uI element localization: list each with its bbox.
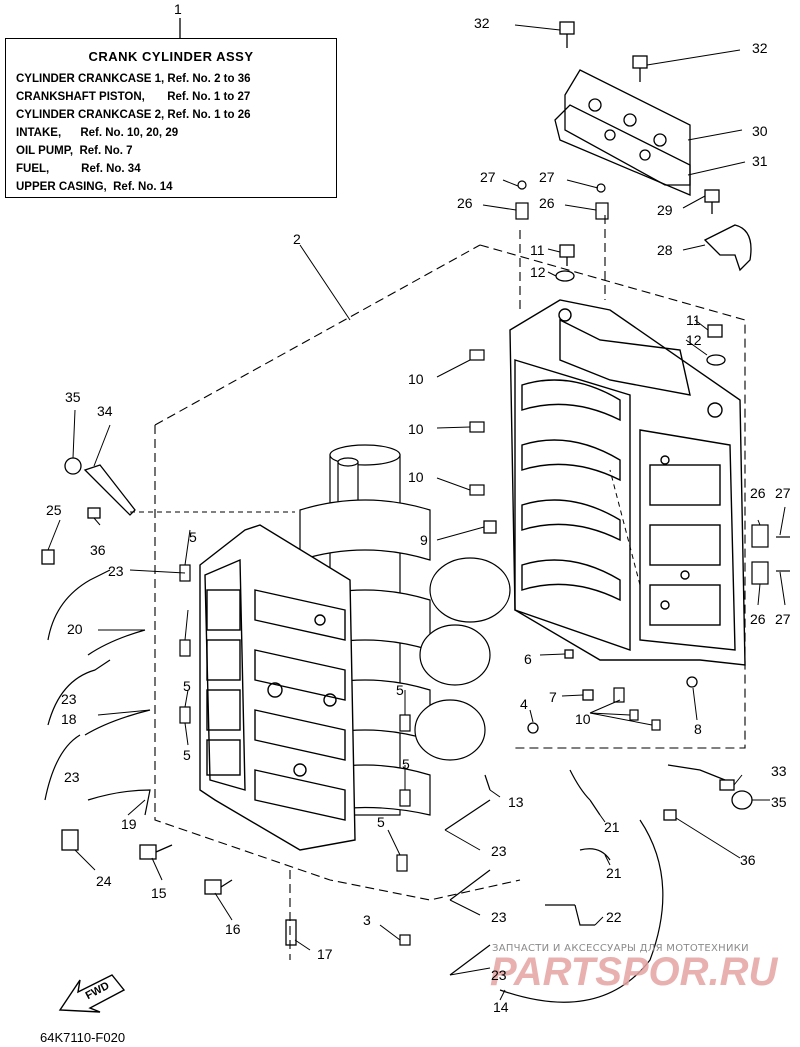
callout-19: 19 [121,816,137,832]
callout-4: 4 [520,696,528,712]
bracket-28 [703,224,752,272]
callout-5: 5 [402,756,410,772]
legend-line: CRANKSHAFT PISTON, Ref. No. 1 to 27 [16,91,251,103]
callout-16: 16 [225,921,241,937]
callout-26: 26 [750,611,766,627]
callout-5: 5 [377,814,385,830]
callout-26: 26 [750,485,766,501]
callout-17: 17 [317,946,333,962]
callout-10: 10 [408,469,424,485]
callout-18: 18 [61,711,77,727]
callout-14: 14 [493,999,509,1015]
callout-35: 35 [65,389,81,405]
callout-12: 12 [686,332,702,348]
callout-32: 32 [474,15,490,31]
callout-25: 25 [46,502,62,518]
callout-5: 5 [183,678,191,694]
callout-21: 21 [604,819,620,835]
callout-5: 5 [183,747,191,763]
callout-23: 23 [61,691,77,707]
legend-line: INTAKE, Ref. No. 10, 20, 29 [16,127,179,139]
callout-35: 35 [771,794,787,810]
callout-23: 23 [491,843,507,859]
callout-8: 8 [694,721,702,737]
callout-28: 28 [657,242,673,258]
callout-1: 1 [174,1,182,17]
callout-15: 15 [151,885,167,901]
callout-23: 23 [64,769,80,785]
callout-30: 30 [752,123,768,139]
callout-26: 26 [457,195,473,211]
callout-27: 27 [480,169,496,185]
crankcase-2 [199,524,356,851]
callout-23: 23 [491,909,507,925]
assembly-legend: CRANK CYLINDER ASSY CYLINDER CRANKCASE 1… [5,38,337,198]
top-cover [554,69,691,196]
diagram-code: 64K7110-F020 [40,1030,126,1045]
callout-11: 11 [686,312,701,328]
legend-line: UPPER CASING, Ref. No. 14 [16,181,173,193]
callout-31: 31 [752,153,768,169]
callout-13: 13 [508,794,524,810]
callout-32: 32 [752,40,768,56]
legend-line: FUEL, Ref. No. 34 [16,163,141,175]
callout-6: 6 [524,651,532,667]
callout-33: 33 [771,763,787,779]
callout-36: 36 [740,852,756,868]
callout-27: 27 [775,485,791,501]
legend-line: OIL PUMP, Ref. No. 7 [16,145,133,157]
callout-23: 23 [491,967,507,983]
watermark-tagline: ЗАПЧАСТИ И АКСЕССУАРЫ ДЛЯ МОТОТЕХНИКИ [492,943,749,954]
callout-10: 10 [408,421,424,437]
fwd-arrow [58,974,126,1013]
callout-27: 27 [539,169,555,185]
callout-26: 26 [539,195,555,211]
callout-9: 9 [420,532,428,548]
callout-21: 21 [606,865,622,881]
watermark-logo: PARTSPOR.RU [490,950,779,994]
callout-10: 10 [575,711,591,727]
callout-22: 22 [606,909,622,925]
callout-24: 24 [96,873,112,889]
callout-7: 7 [549,689,557,705]
callout-2: 2 [293,231,301,247]
legend-line: CYLINDER CRANKCASE 1, Ref. No. 2 to 36 [16,73,251,85]
callout-10: 10 [408,371,424,387]
crankcase-1 [509,299,746,666]
callout-20: 20 [67,621,83,637]
callout-3: 3 [363,912,371,928]
callout-5: 5 [189,529,197,545]
callout-11: 11 [530,242,545,258]
legend-title: CRANK CYLINDER ASSY [88,49,254,64]
callout-34: 34 [97,403,113,419]
callout-29: 29 [657,202,673,218]
callout-23: 23 [108,563,124,579]
callout-36: 36 [90,542,106,558]
legend-line: CYLINDER CRANKCASE 2, Ref. No. 1 to 26 [16,109,251,121]
callout-5: 5 [396,682,404,698]
callout-12: 12 [530,264,546,280]
callout-27: 27 [775,611,791,627]
bolts [555,21,726,366]
